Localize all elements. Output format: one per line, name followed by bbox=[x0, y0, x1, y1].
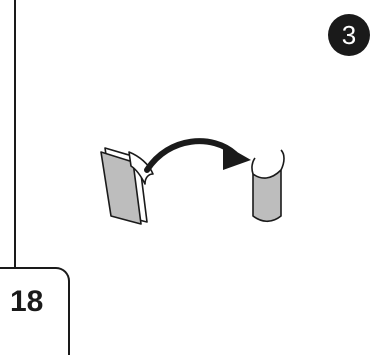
curled-film-icon bbox=[252, 150, 284, 221]
page-number: 18 bbox=[10, 287, 43, 317]
curved-arrow-icon bbox=[147, 141, 251, 170]
step-number-badge: 3 bbox=[328, 14, 370, 56]
left-margin-rule bbox=[14, 0, 16, 268]
page-number-tab: 18 bbox=[0, 267, 70, 355]
step-number: 3 bbox=[342, 22, 356, 48]
peeled-film-sheet-icon bbox=[101, 148, 153, 224]
peel-film-illustration bbox=[95, 130, 295, 230]
